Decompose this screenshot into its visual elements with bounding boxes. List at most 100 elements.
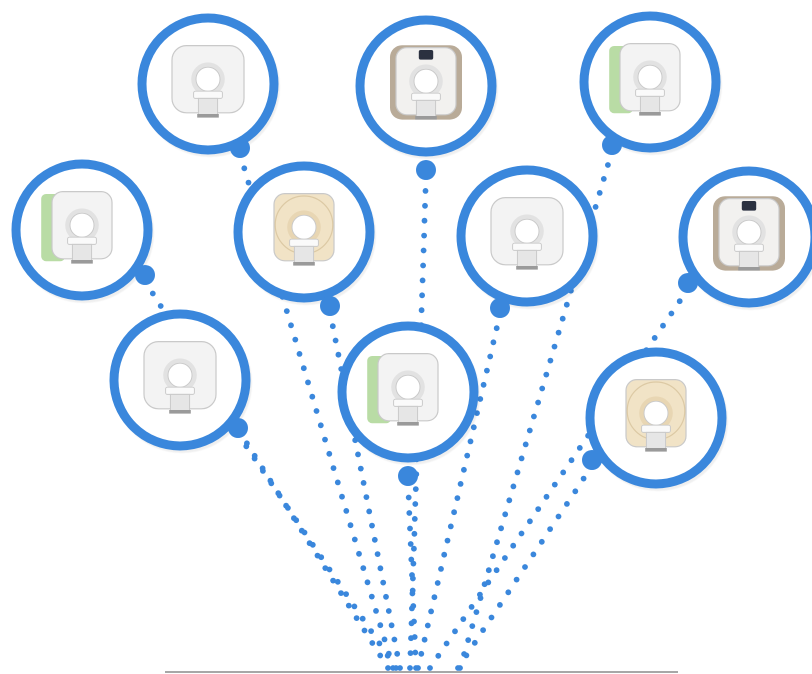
connector-dot [383, 593, 389, 600]
connector-dot [412, 501, 419, 507]
connector-dot [559, 315, 566, 322]
connector-dot [522, 564, 528, 570]
connector-dot [409, 572, 415, 578]
connector-dot [502, 511, 509, 518]
scanner-table-base [293, 245, 315, 264]
scanner-table-top [734, 243, 764, 252]
connector-dot [369, 522, 375, 529]
connector-dot [434, 580, 441, 586]
connector-dot [547, 357, 554, 364]
scanner-table-base [415, 99, 437, 118]
connector-dot [441, 551, 448, 558]
connector-dot [377, 652, 384, 659]
connector-dot [149, 290, 156, 297]
connector-dot [468, 604, 475, 610]
scanner-nodes [11, 11, 812, 491]
connector-dot [435, 652, 442, 659]
node-anchor-dot [678, 273, 698, 293]
scanner-table-foot [293, 262, 315, 266]
connector-dot [407, 525, 413, 532]
scanner-node [11, 159, 155, 303]
connector-dot [334, 479, 341, 486]
connector-dot [243, 443, 250, 450]
connector-dot [305, 379, 311, 386]
connector-dot [407, 665, 413, 671]
scanner-table-base [639, 95, 661, 114]
connector-dot [330, 577, 336, 584]
connector-dot [514, 469, 521, 476]
connector-dot [241, 165, 248, 172]
connector-dot [345, 602, 352, 609]
connector-dot [473, 609, 480, 615]
connector-dot [377, 565, 384, 572]
node-anchor-dot [320, 296, 340, 316]
node-anchor-dot [416, 160, 436, 180]
connector-dot [364, 579, 371, 586]
connector-dot [572, 488, 579, 495]
connector-dot [410, 603, 417, 609]
connector-dot [465, 637, 472, 643]
scanner-table-base [397, 405, 419, 424]
connector-dot [343, 591, 349, 597]
connector-dot [452, 628, 458, 635]
connector-dot [484, 367, 490, 374]
connector-dot [421, 636, 428, 643]
connector-dot [309, 541, 316, 548]
connector-dot [493, 567, 500, 574]
connector-dot [420, 262, 426, 269]
connector-dot [418, 650, 425, 657]
connector-dot [359, 615, 366, 622]
connector-dot [418, 307, 425, 314]
scanner-table-base [169, 393, 191, 412]
connector-dot [493, 325, 500, 332]
connector-dot [497, 602, 503, 608]
connector-dot [563, 301, 570, 308]
connector-dot [494, 539, 500, 546]
connector-dot [444, 537, 451, 544]
connector-dot [332, 337, 339, 344]
connector-dot [469, 623, 476, 629]
connector-dot [596, 190, 603, 196]
connector-dot [335, 351, 342, 358]
connector-dot [490, 553, 496, 560]
connector-dot [412, 649, 419, 656]
mri-scanner-icon [41, 190, 113, 264]
connector-dot [518, 530, 525, 537]
connector-dot [380, 579, 387, 586]
connector-dot [360, 480, 367, 486]
scanner-table-foot [415, 116, 437, 120]
node-ring [11, 159, 153, 301]
connector-dot [355, 451, 361, 458]
connector-dot [428, 608, 434, 615]
connector-dot [385, 665, 391, 671]
mri-scanner-icon [490, 196, 564, 270]
connector-dot [322, 436, 328, 443]
connector-dot [419, 292, 425, 299]
scanner-table-top [165, 386, 195, 395]
connector-dot [347, 522, 354, 529]
scanner-table-top [67, 236, 97, 245]
connector-dot [268, 480, 275, 487]
scanner-table-foot [71, 260, 93, 264]
scanner-table-base [71, 243, 93, 262]
scanner-bore [413, 68, 439, 94]
node-ring [337, 321, 479, 463]
scanner-table-foot [197, 114, 219, 118]
scanner-table-base [738, 250, 760, 269]
node-ring [233, 161, 375, 303]
connector-dot [543, 371, 550, 378]
connector-dot [471, 639, 478, 646]
connector-dot [381, 636, 388, 643]
connector-dot [329, 323, 336, 330]
connector-dot [480, 627, 486, 633]
mri-scanner-icon [171, 44, 245, 118]
connector-dot [592, 204, 599, 210]
connector-dot [530, 551, 537, 558]
connector-dot [251, 455, 258, 462]
scanner-node [337, 321, 480, 486]
connector-dot [326, 566, 333, 573]
connector-dot [424, 622, 431, 629]
connector-dot [551, 343, 558, 350]
connector-dot [411, 634, 418, 640]
connector-dot [351, 603, 358, 610]
